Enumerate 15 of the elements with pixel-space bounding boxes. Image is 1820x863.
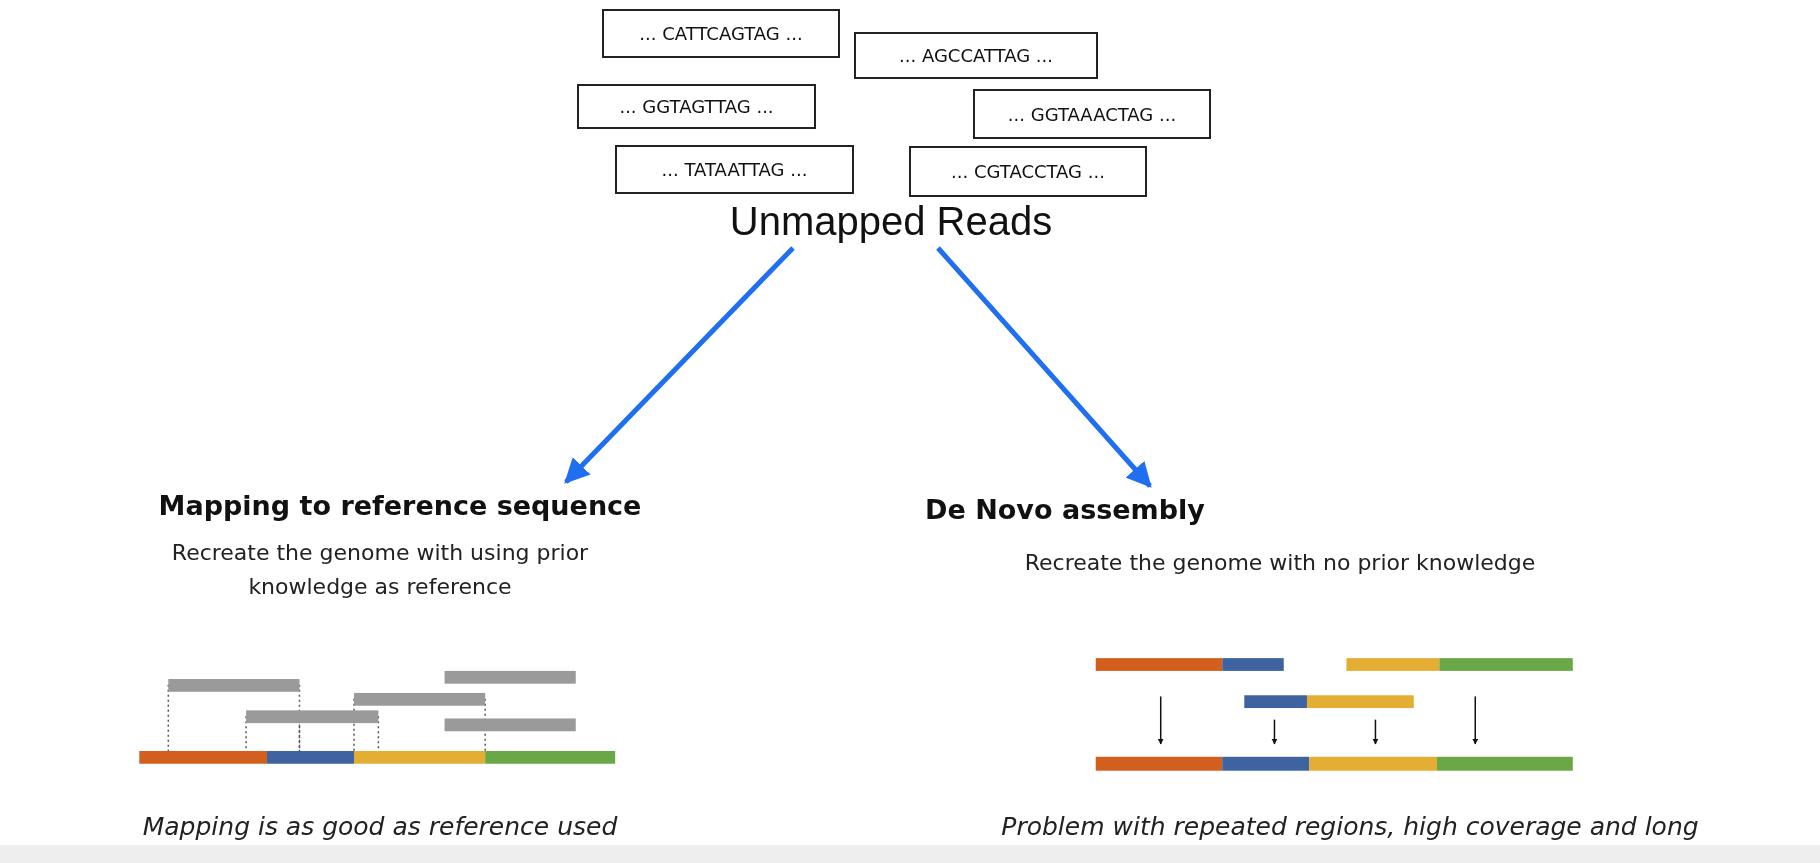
sequence-read-box: ... TATAATTAG ... <box>615 145 854 194</box>
sequence-read-box: ... AGCCATTAG ... <box>854 32 1098 79</box>
description-text: Recreate the genome with no prior knowledge <box>1023 549 1537 577</box>
note-text: Mapping is as good as reference used <box>141 811 619 843</box>
section-heading: Unmapped Reads <box>716 196 1066 246</box>
description-text: Recreate the genome with using prior knowledge as reference <box>170 539 590 602</box>
method-heading: Mapping to reference sequence <box>150 484 650 526</box>
sequence-read-box: ... CATTCAGTAG ... <box>602 9 840 58</box>
sequence-read-box: ... CGTACCTAG ... <box>909 146 1147 197</box>
arrow <box>936 246 1152 488</box>
note-text: Problem with repeated regions, high coverage and long <box>1000 811 1700 843</box>
sequence-read-box: ... GGTAGTTAG ... <box>577 84 816 129</box>
arrow <box>564 246 795 484</box>
method-heading: De Novo assembly <box>905 488 1225 530</box>
sequence-read-box: ... GGTAAACTAG ... <box>973 89 1211 139</box>
